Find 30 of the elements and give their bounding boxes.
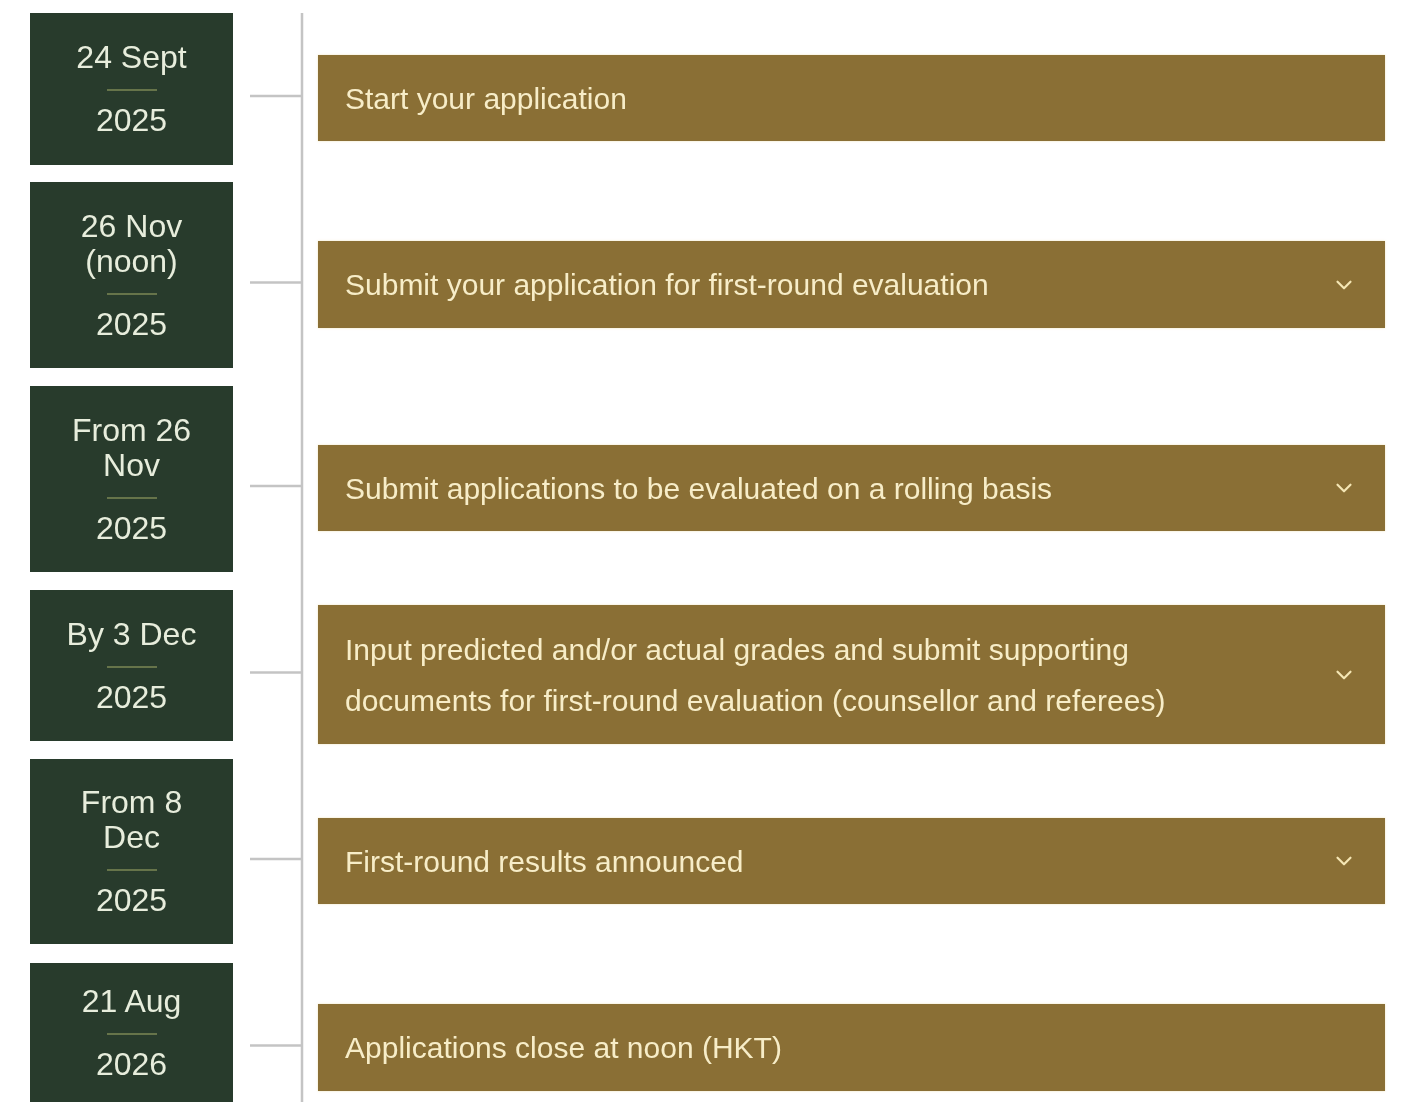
step-text: Submit your application for first-round evaluation — [345, 267, 990, 303]
year-label: 2025 — [95, 103, 168, 138]
date-label: 21 Aug — [81, 983, 182, 1019]
date-label: 26 Nov (noon) — [79, 208, 184, 279]
step-bar — [318, 818, 1385, 904]
step-text: First-round results announced — [345, 843, 745, 880]
date-card — [30, 182, 233, 368]
date-label: From 8 Dec — [79, 785, 184, 855]
date-label: By 3 Dec — [66, 616, 197, 652]
year-label: 2025 — [95, 883, 168, 918]
step-bar — [318, 1004, 1385, 1091]
step-text: Input predicted and/or actual grades and submit supporting documents for first-round evaluation (counsellor and referees) — [345, 631, 1167, 719]
date-card — [30, 13, 233, 165]
year-label: 2025 — [95, 510, 168, 546]
year-label: 2025 — [95, 306, 168, 342]
step-bar — [318, 55, 1385, 141]
step-bar — [318, 445, 1385, 531]
year-label: 2025 — [95, 679, 168, 715]
date-card — [30, 590, 233, 741]
year-label: 2026 — [95, 1046, 168, 1082]
date-card — [30, 759, 233, 944]
step-text: Applications close at noon (HKT) — [345, 1030, 783, 1066]
step-text: Start your application — [345, 80, 628, 117]
date-card — [30, 963, 233, 1102]
date-card — [30, 386, 233, 572]
step-bar — [318, 605, 1385, 744]
step-bar — [318, 241, 1385, 328]
step-text: Submit applications to be evaluated on a rolling basis — [345, 470, 1054, 507]
date-label: From 26 Nov — [70, 412, 193, 483]
date-label: 24 Sept — [76, 40, 187, 75]
